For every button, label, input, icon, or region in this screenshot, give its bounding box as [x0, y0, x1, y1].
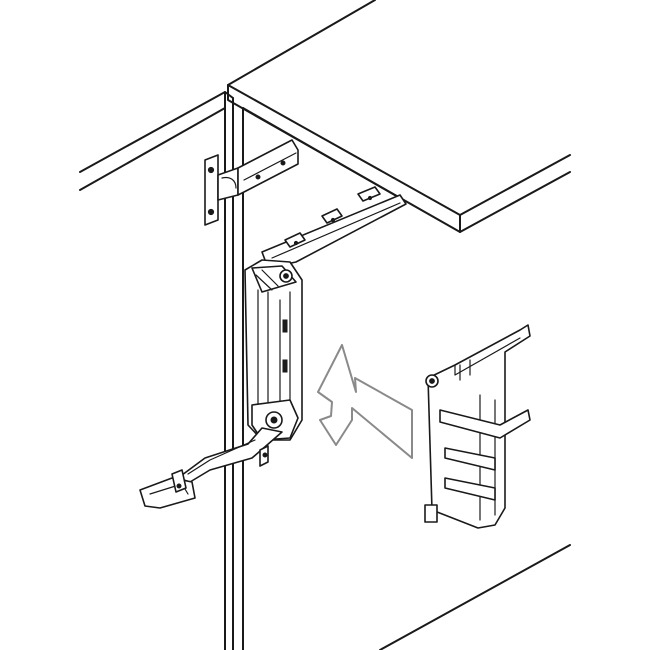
lift-arm-assembly	[139, 427, 283, 509]
cover-cap	[424, 324, 531, 529]
door-hinge	[204, 139, 299, 226]
top-panel	[227, 0, 571, 650]
lift-housing	[244, 259, 303, 441]
insert-direction-arrow	[317, 344, 413, 459]
cabinet-bottom-edge	[379, 544, 571, 650]
lift-mechanism-rail	[261, 186, 407, 269]
